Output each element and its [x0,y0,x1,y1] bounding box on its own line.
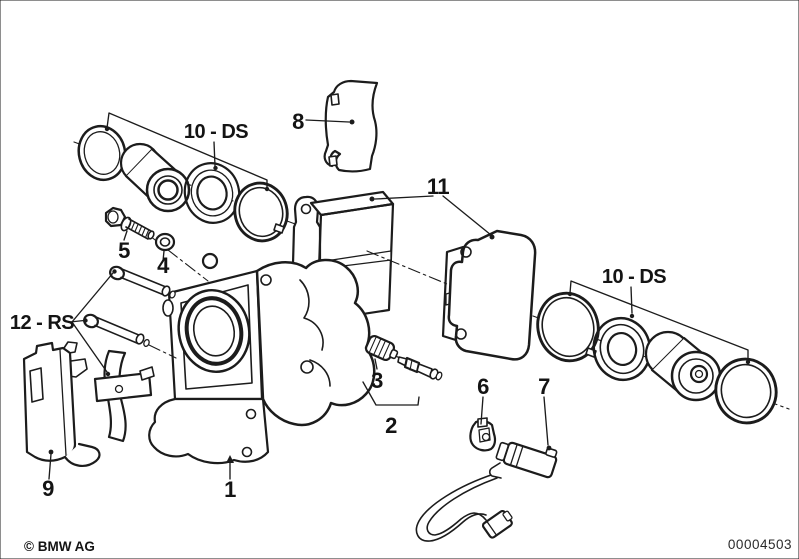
dust-ring-right [714,357,778,425]
callout-2[interactable]: 2 [385,413,398,438]
callout-1[interactable]: 1 [224,477,237,502]
callout-8[interactable]: 8 [292,109,305,134]
retaining-ring-left [77,124,127,182]
callout-11[interactable]: 11 [427,174,450,199]
dust-ring-left [233,181,289,243]
bracket-2 [362,381,420,406]
axis-line-pin [148,344,177,359]
leader-10ds-right [567,280,751,365]
piston-seal-left [183,162,241,224]
piston-left [119,142,191,213]
leader-9 [48,449,54,480]
bleeder-valve [397,356,443,381]
callout-10ds-left[interactable]: 10 - DS [184,121,249,143]
leader-7 [543,396,552,451]
callout-4[interactable]: 4 [157,253,171,278]
sensor-clip [469,417,497,452]
callout-6[interactable]: 6 [477,374,490,399]
shim-plate [323,79,379,173]
wear-sensor [415,441,558,542]
leader-5 [123,230,128,241]
callout-9[interactable]: 9 [42,476,55,501]
brake-pad-outer [441,229,537,361]
piston-right [644,330,722,402]
brake-caliper-housing [148,235,376,465]
retaining-ring-right [536,291,600,363]
callout-12rs[interactable]: 12 - RS [10,312,75,334]
guide-bolt [104,206,155,240]
leader-11 [369,195,495,240]
leader-6 [480,396,484,425]
document-number: 00004503 [728,537,792,552]
piston-seal-right [592,316,652,382]
leader-3 [374,358,378,370]
callout-5[interactable]: 5 [118,238,131,263]
protection-plate [22,341,101,467]
cross-spring [93,349,155,443]
copyright-text: © BMW AG [24,539,95,554]
retaining-pin-lower [83,313,150,348]
leader-4 [162,250,165,262]
callout-3[interactable]: 3 [371,368,384,393]
callout-10ds-right[interactable]: 10 - DS [602,266,667,288]
bleeder-dust-cap [364,334,402,362]
leader-8 [305,119,355,125]
axis-line-pads [366,250,448,285]
callout-7[interactable]: 7 [538,374,551,399]
leader-1 [226,455,234,480]
leader-12rs [69,269,117,377]
sleeve-nut [154,232,176,252]
leader-10ds-left [104,112,270,192]
